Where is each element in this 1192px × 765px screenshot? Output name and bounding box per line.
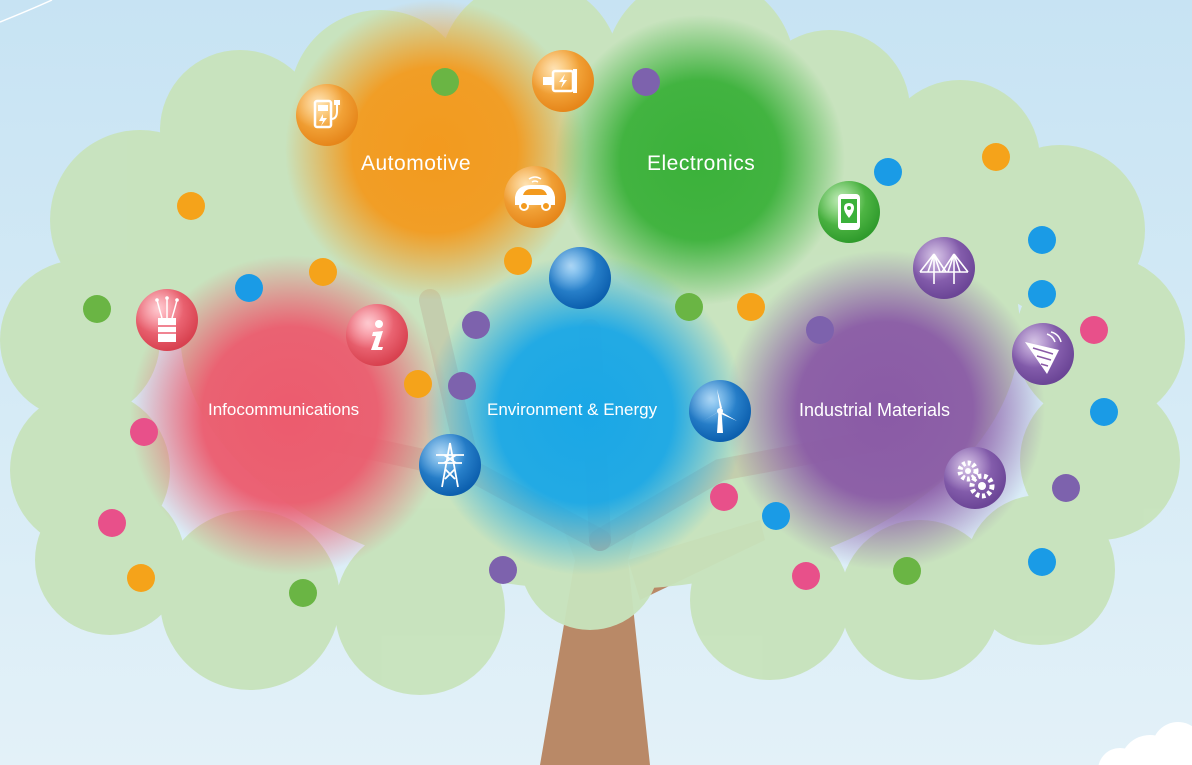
dot xyxy=(83,295,111,323)
dot xyxy=(309,258,337,286)
dot xyxy=(874,158,902,186)
dot xyxy=(289,579,317,607)
dot xyxy=(982,143,1010,171)
dot xyxy=(806,316,834,344)
environment-energy-area xyxy=(425,255,745,575)
dot xyxy=(1052,474,1080,502)
dot xyxy=(462,311,490,339)
dot xyxy=(404,370,432,398)
autonomous-car-icon xyxy=(504,166,566,228)
dot xyxy=(98,509,126,537)
dot xyxy=(127,564,155,592)
bridge-icon xyxy=(913,237,975,299)
dot xyxy=(1080,316,1108,344)
dot xyxy=(130,418,158,446)
dot xyxy=(177,192,205,220)
dot xyxy=(710,483,738,511)
power-tower-icon xyxy=(419,434,481,496)
cloud xyxy=(1098,722,1192,765)
dot xyxy=(431,68,459,96)
information-icon xyxy=(346,304,408,366)
dot xyxy=(762,502,790,530)
ev-charger-icon xyxy=(296,84,358,146)
infocommunications-label: Infocommunications xyxy=(208,400,360,419)
dot xyxy=(675,293,703,321)
electronics-area xyxy=(555,15,845,305)
cutting-tool-icon xyxy=(1012,323,1074,385)
decorative-curve xyxy=(0,0,53,23)
dot xyxy=(448,372,476,400)
fiber-optic-cable-icon xyxy=(136,289,198,351)
dot xyxy=(489,556,517,584)
dot xyxy=(632,68,660,96)
dot xyxy=(792,562,820,590)
dot xyxy=(1090,398,1118,426)
automotive-label: Automotive xyxy=(361,152,472,175)
motor-connector-icon xyxy=(532,50,594,112)
blue-sphere-icon xyxy=(549,247,611,309)
smartphone-location-icon xyxy=(818,181,880,243)
gears-icon xyxy=(944,447,1006,509)
automotive-area xyxy=(285,0,585,300)
dot xyxy=(235,274,263,302)
dot xyxy=(893,557,921,585)
dot xyxy=(1028,280,1056,308)
electronics-label: Electronics xyxy=(647,152,756,175)
industrial-materials-label: Industrial Materials xyxy=(799,400,951,420)
dot xyxy=(504,247,532,275)
decorative-dots xyxy=(83,68,1118,607)
dot xyxy=(1028,226,1056,254)
dot xyxy=(1028,548,1056,576)
dot xyxy=(737,293,765,321)
wind-turbine-icon xyxy=(689,380,751,442)
environment-energy-label: Environment & Energy xyxy=(487,400,658,419)
